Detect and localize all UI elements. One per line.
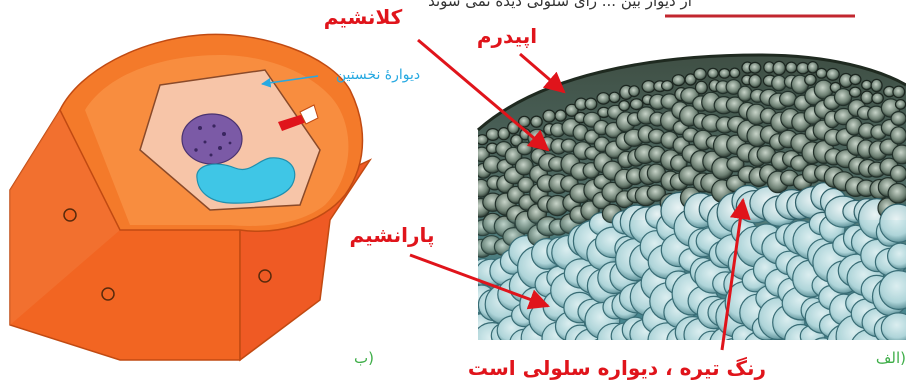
primary-wall-label: دیوارهٔ نخستین — [336, 67, 420, 83]
micrograph-cell — [861, 91, 873, 104]
parenchyma-label: پارانشیم — [349, 223, 434, 248]
micrograph-cell — [730, 68, 740, 78]
micrograph-cell — [862, 80, 872, 89]
cell-illustration: دیوارهٔ نخستین — [10, 34, 420, 360]
top-cropped-text: از دیوار بین ... رای سلولی دیده نمی شوند — [428, 0, 692, 10]
micrograph-cell — [826, 69, 839, 81]
micrograph-cell — [619, 101, 630, 111]
micrograph-cell — [773, 61, 785, 75]
micrograph-cell — [816, 68, 827, 78]
micrograph-cell — [486, 129, 499, 141]
micrograph-cell — [694, 68, 706, 79]
micrograph-cell — [896, 100, 906, 110]
nucleus — [182, 114, 242, 164]
micrograph-cell — [786, 62, 797, 73]
micrograph-cell — [888, 184, 906, 204]
micrograph-cell — [774, 340, 807, 374]
pit-1 — [64, 209, 76, 221]
micrograph-cell — [891, 127, 906, 144]
micrograph-cell — [850, 74, 861, 84]
micrograph-cell — [822, 339, 850, 370]
micrograph-cell — [708, 68, 719, 78]
panel-b-label: ب) — [354, 349, 374, 367]
micrograph-cell — [893, 86, 905, 98]
micrograph-cell — [809, 338, 837, 364]
micrograph-cell — [892, 145, 906, 164]
micrograph-cell — [555, 110, 566, 121]
pit-2 — [102, 288, 114, 300]
pit-3 — [259, 270, 271, 282]
micrograph-cell — [738, 86, 752, 101]
micrograph-cell — [543, 110, 555, 122]
micrograph-cell — [642, 81, 655, 93]
cell-wall-caption: رنگ تیره ، دیواره سلولی است — [468, 356, 766, 380]
micrograph-cell — [719, 69, 730, 79]
micrograph-cell — [891, 112, 906, 126]
collenchyma-label: کلانشیم — [324, 5, 403, 29]
micrograph-cell — [749, 62, 761, 73]
micrograph — [464, 55, 906, 380]
micrograph-cell — [871, 79, 882, 91]
panel-a-label: الف) — [876, 349, 906, 367]
micrograph-cell — [805, 74, 816, 85]
micrograph-cell — [597, 93, 610, 104]
epidermis-arrow — [520, 54, 564, 92]
epidermis-label: اپیدرم — [477, 24, 537, 49]
micrograph-cell — [662, 81, 673, 91]
micrograph-cell — [696, 81, 708, 94]
micrograph-cell — [672, 75, 684, 86]
micrograph-cell — [749, 75, 761, 88]
micrograph-cell — [629, 86, 639, 97]
micrograph-cell — [531, 116, 542, 127]
parenchyma-tint — [478, 220, 906, 345]
micrograph-cell — [585, 98, 597, 110]
micrograph-cell — [850, 87, 861, 97]
micrograph-cell — [872, 93, 883, 104]
micrograph-cell — [890, 165, 906, 181]
micrograph-cell — [609, 92, 620, 102]
